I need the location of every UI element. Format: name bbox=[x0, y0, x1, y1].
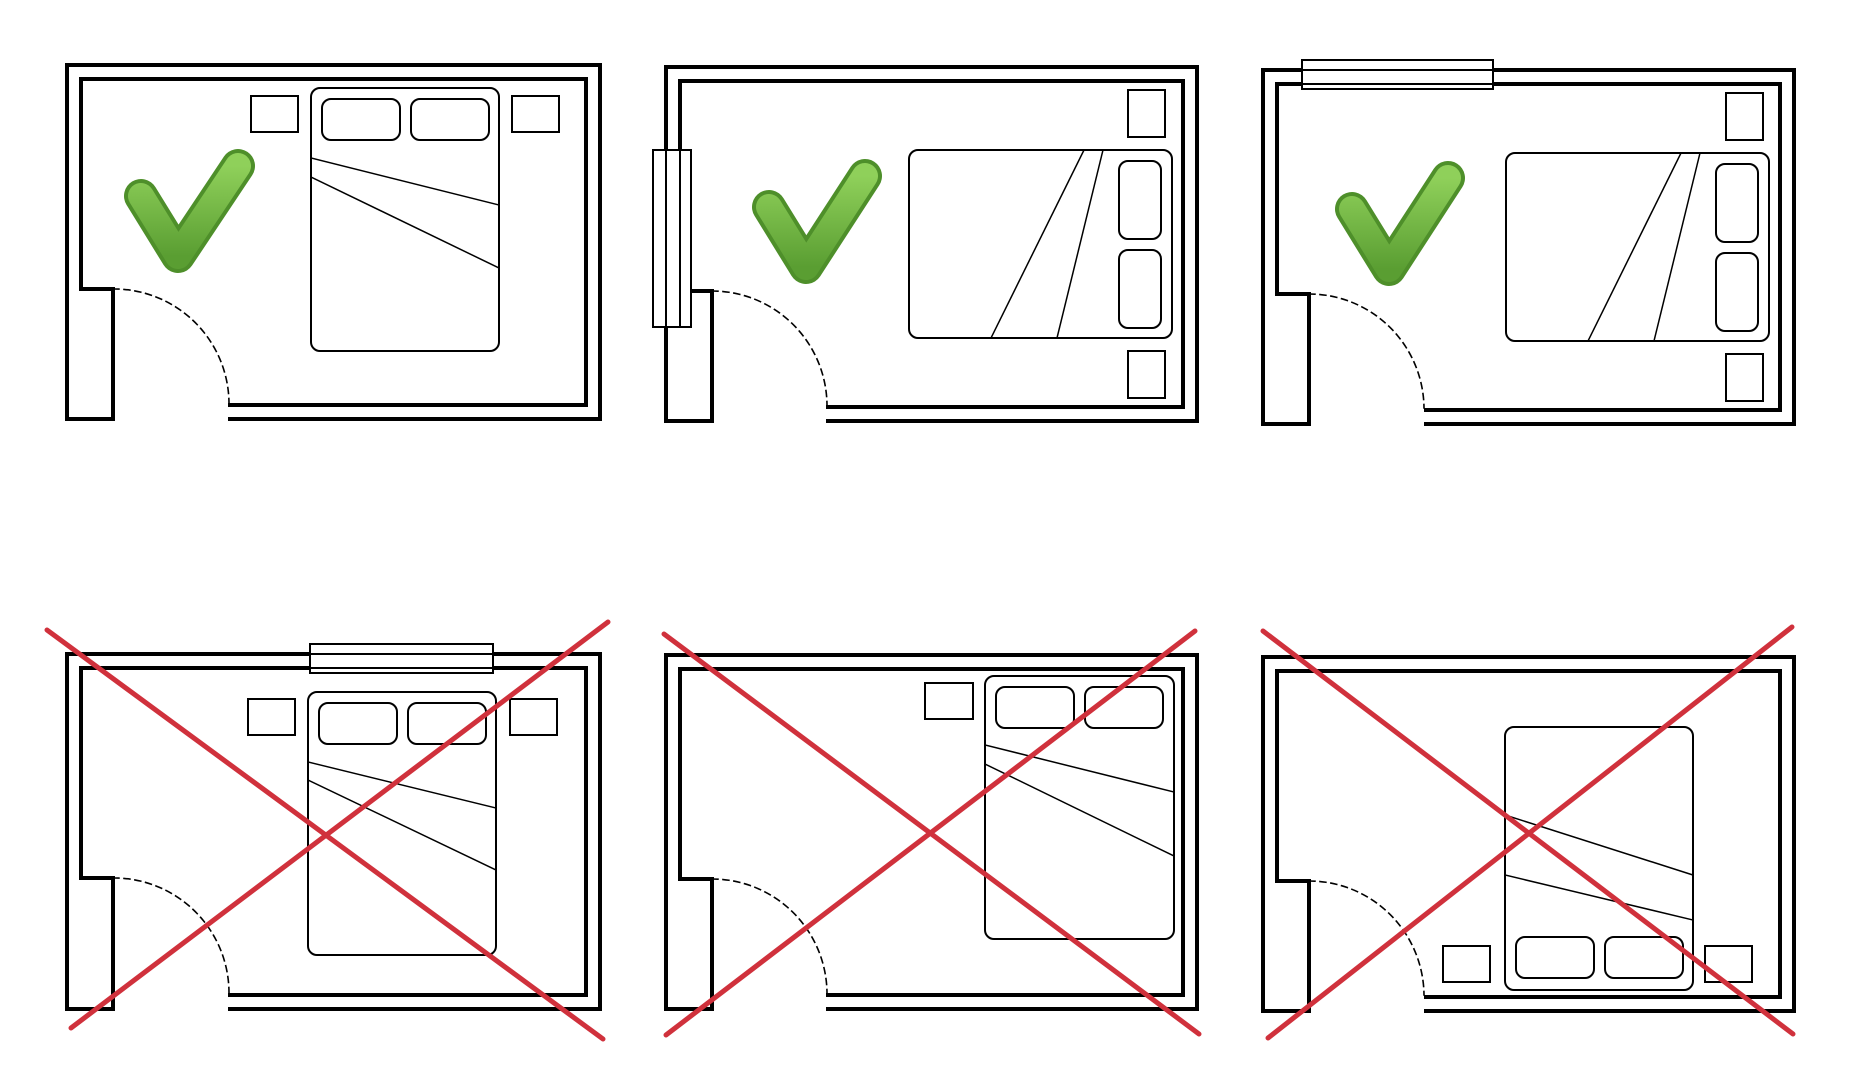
pillow bbox=[1604, 936, 1684, 979]
checkmark-icon bbox=[1335, 161, 1465, 286]
checkmark-icon bbox=[752, 159, 882, 284]
double-bed bbox=[1505, 151, 1770, 343]
nightstand-top bbox=[1725, 92, 1764, 141]
nightstand-left bbox=[1442, 945, 1491, 983]
nightstand-right bbox=[509, 698, 558, 736]
door-swing bbox=[112, 288, 230, 404]
nightstand-left bbox=[250, 95, 299, 133]
door-swing bbox=[1308, 880, 1425, 996]
cross-icon bbox=[661, 628, 1202, 1038]
nightstand-top bbox=[1127, 89, 1166, 138]
room-layout-1 bbox=[65, 63, 602, 421]
checkmark-icon bbox=[124, 149, 255, 273]
pillow bbox=[1515, 936, 1595, 979]
pillow bbox=[995, 686, 1075, 729]
nightstand-bottom bbox=[1725, 353, 1764, 402]
window bbox=[652, 149, 692, 328]
room-walls bbox=[1261, 68, 1796, 426]
double-bed bbox=[306, 691, 498, 956]
room-walls bbox=[65, 63, 602, 421]
nightstand-bottom bbox=[1127, 350, 1166, 399]
nightstand-left bbox=[247, 698, 296, 736]
pillow bbox=[1118, 160, 1162, 240]
nightstand-right bbox=[1704, 945, 1753, 983]
double-bed bbox=[1504, 726, 1694, 991]
room-layout-4 bbox=[65, 643, 602, 1011]
door-swing bbox=[1308, 293, 1425, 409]
double-bed bbox=[309, 87, 501, 352]
door-swing bbox=[112, 877, 230, 994]
double-bed bbox=[983, 675, 1176, 940]
pillow bbox=[321, 98, 401, 141]
room-walls bbox=[664, 65, 1199, 423]
pillow bbox=[410, 98, 490, 141]
window bbox=[1301, 59, 1494, 90]
nightstand-right bbox=[511, 95, 560, 133]
double-bed bbox=[908, 148, 1173, 340]
room-layout-6 bbox=[1261, 655, 1796, 1013]
cross-icon bbox=[44, 619, 611, 1042]
door-swing bbox=[711, 878, 828, 994]
cross-icon bbox=[1260, 624, 1796, 1041]
pillow bbox=[1118, 249, 1162, 329]
room-layout-2 bbox=[652, 65, 1199, 423]
window bbox=[309, 643, 494, 674]
pillow bbox=[318, 702, 398, 745]
room-layout-3 bbox=[1261, 59, 1796, 426]
door-swing bbox=[711, 290, 828, 406]
nightstand bbox=[924, 682, 974, 720]
pillow bbox=[1715, 252, 1759, 332]
pillow bbox=[1715, 163, 1759, 243]
